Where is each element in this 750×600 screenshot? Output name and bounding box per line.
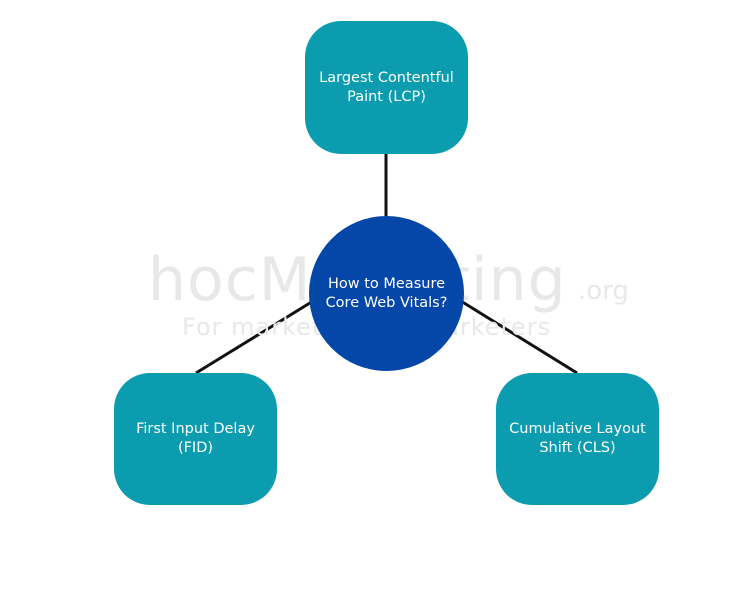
node-fid-label: First Input Delay (FID) xyxy=(136,421,255,456)
node-lcp: Largest Contentful Paint (LCP) xyxy=(305,21,468,154)
node-cls-label: Cumulative Layout Shift (CLS) xyxy=(509,421,646,456)
connector-center-to-fid xyxy=(195,296,319,375)
node-lcp-label: Largest Contentful Paint (LCP) xyxy=(319,69,454,105)
connector-center-to-cls xyxy=(455,296,578,375)
center-node: How to Measure Core Web Vitals? xyxy=(309,216,464,371)
node-fid: First Input Delay (FID) xyxy=(114,373,277,505)
center-node-label: How to Measure Core Web Vitals? xyxy=(325,275,448,311)
node-cls: Cumulative Layout Shift (CLS) xyxy=(496,373,659,505)
